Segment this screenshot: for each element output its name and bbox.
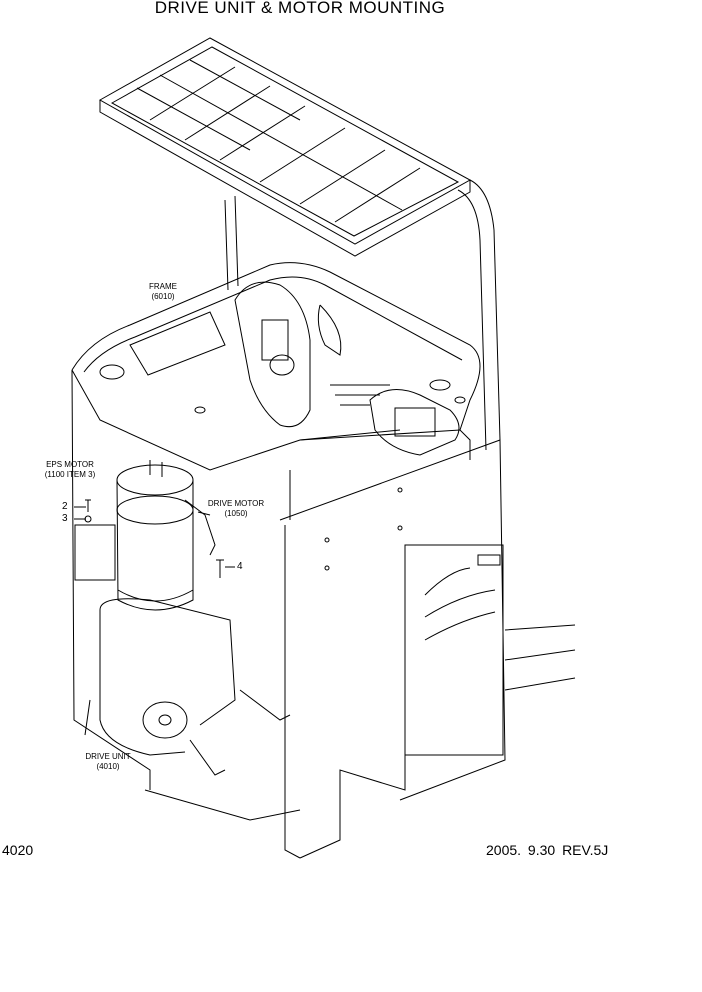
drive-motor-label: DRIVE MOTOR	[207, 499, 265, 508]
overhead-guard	[98, 37, 501, 451]
side-panel	[279, 429, 576, 859]
callout-eps-motor: EPS MOTOR (1100 ITEM 3)	[38, 460, 102, 480]
item-number-4: 4	[237, 561, 243, 572]
frame-label: FRAME	[149, 282, 177, 291]
item-number-2: 2	[62, 501, 68, 512]
item-number-3: 3	[62, 513, 68, 524]
eps-motor-label: EPS MOTOR	[46, 460, 94, 469]
page-title: DRIVE UNIT & MOTOR MOUNTING	[154, 0, 446, 17]
drive-motor-part-number: (1050)	[224, 509, 248, 518]
drive-unit	[84, 598, 301, 821]
drive-unit-label: DRIVE UNIT	[85, 752, 131, 761]
page-code: 4020	[2, 842, 34, 858]
drive-unit-part-number: (4010)	[96, 762, 120, 771]
revision-date: 2005. 9.30	[486, 842, 556, 858]
eps-motor-part-number: (1100 ITEM 3)	[44, 470, 96, 479]
callout-frame: FRAME (6010)	[138, 282, 188, 302]
callout-drive-unit: DRIVE UNIT (4010)	[78, 752, 138, 772]
drive-motor	[74, 460, 216, 611]
revision-info: 2005. 9.30 REV.5J	[486, 842, 608, 858]
revision-code: REV.5J	[562, 842, 609, 858]
callout-drive-motor: DRIVE MOTOR (1050)	[203, 499, 269, 519]
hardware-items	[84, 499, 224, 578]
leader-lines	[74, 506, 235, 568]
frame-body	[71, 262, 481, 790]
frame-part-number: (6010)	[151, 292, 175, 301]
